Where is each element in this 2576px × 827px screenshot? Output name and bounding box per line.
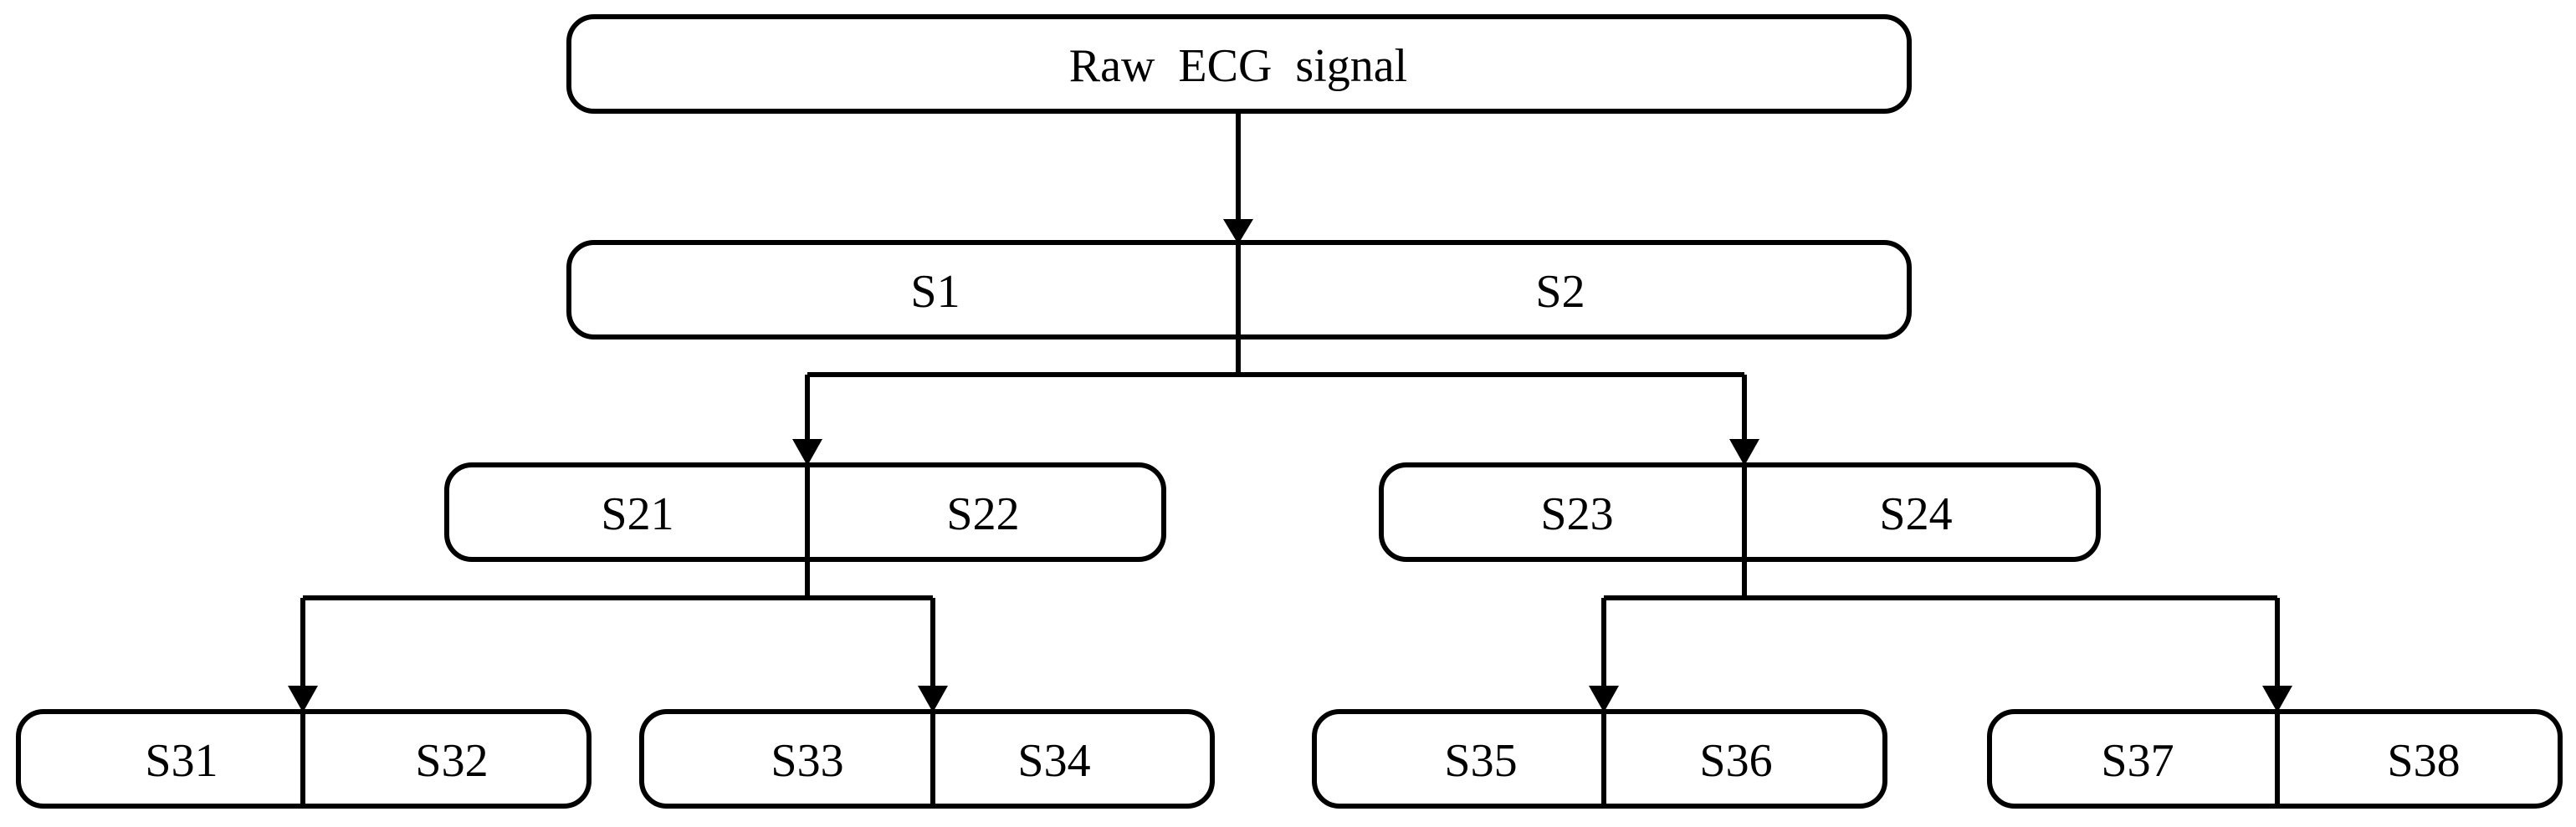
arrowhead-to-s31-s32 [288, 686, 318, 712]
arrowhead-to-s35-s36 [1589, 686, 1619, 712]
node-label-s2: S2 [1535, 266, 1585, 318]
connector-s1-s2-to-level2 [805, 339, 1747, 456]
node-s37-s38: S37 S38 [1987, 709, 2563, 809]
arrowhead-to-s33-s34 [918, 686, 948, 712]
arrowhead-to-s23-s24 [1729, 439, 1759, 466]
node-label-s37: S37 [2101, 735, 2174, 787]
node-s35-s36: S35 S36 [1312, 709, 1887, 809]
node-s23-s24: S23 S24 [1379, 462, 2101, 562]
node-label-s33: S33 [771, 735, 843, 787]
node-s31-s32: S31 S32 [16, 709, 592, 809]
connector-s23-s24-to-level3 [1601, 562, 2280, 702]
node-s21-s22: S21 S22 [444, 462, 1166, 562]
node-label-s21: S21 [601, 488, 673, 540]
connectors [288, 114, 2292, 712]
node-label-s23: S23 [1540, 488, 1613, 540]
node-label-s1: S1 [910, 266, 960, 318]
node-label-s34: S34 [1017, 735, 1090, 787]
arrowhead-to-s21-s22 [792, 439, 822, 466]
arrowhead-to-s37-s38 [2262, 686, 2292, 712]
node-label: Raw ECG signal [1069, 40, 1407, 92]
connector-s21-s22-to-level3 [300, 562, 935, 702]
node-label-s31: S31 [145, 735, 218, 787]
arrowhead-root-to-s1-s2 [1223, 219, 1253, 244]
node-label-s35: S35 [1444, 735, 1517, 787]
node-label-s36: S36 [1699, 735, 1772, 787]
node-label-s32: S32 [415, 735, 488, 787]
node-label-s24: S24 [1879, 488, 1952, 540]
node-s1-s2: S1 S2 [566, 240, 1912, 339]
node-label-s22: S22 [946, 488, 1019, 540]
node-s33-s34: S33 S34 [639, 709, 1215, 809]
node-label-s38: S38 [2387, 735, 2460, 787]
node-raw-ecg-signal: Raw ECG signal [566, 14, 1912, 114]
